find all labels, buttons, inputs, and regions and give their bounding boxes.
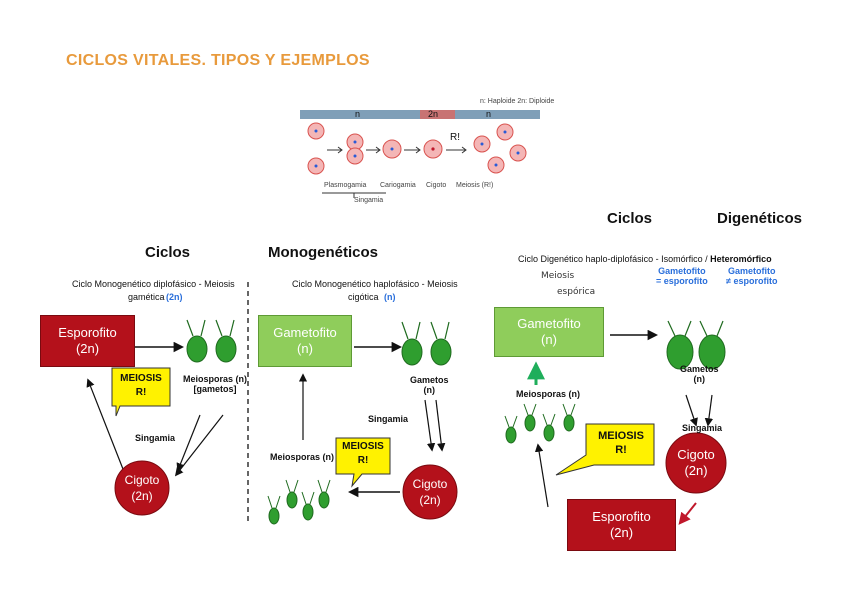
meiosis-1-line2: R! (135, 387, 147, 398)
gametos-label-2: Gametos (n) (680, 364, 719, 384)
meiosis-bubble-2 (335, 437, 391, 488)
hand-meiosis: Meiosis (541, 271, 575, 281)
cigoto-2-ploidy: (2n) (419, 493, 441, 507)
gametos-1-line2: (n) (423, 385, 436, 395)
dig-caption-hetero: Heteromórfico (710, 254, 772, 264)
cigoto-3-name: Cigoto (677, 447, 715, 462)
cigoto-2-name: Cigoto (412, 477, 448, 491)
meiosporas-label-2: Meiosporas (n) (270, 452, 335, 462)
gametofito-box-2: Gametofito (n) (494, 307, 604, 357)
gametofito-name-2: Gametofito (517, 316, 581, 331)
heading-digeneticos: Digenéticos (717, 210, 803, 227)
meiosporas-1-line2: [gametos] (193, 384, 237, 394)
page-title: CICLOS VITALES. TIPOS Y EJEMPLOS (66, 52, 370, 69)
meiosporas-label-1: Meiosporas (n) [gametos] (183, 374, 247, 394)
top-diagram-drawing (300, 110, 540, 198)
ri-label: R! (450, 132, 460, 143)
esporofito-box-2: Esporofito (2n) (567, 499, 676, 551)
note1-line2: = esporofito (656, 276, 708, 286)
meiosis-1-line1: MEIOSIS (120, 373, 162, 384)
cigoto-circle-3 (665, 432, 727, 494)
meiosis-label-2: MEIOSIS R! (336, 440, 390, 468)
hand-esporica: espórica (557, 287, 596, 297)
esporofito-name-1: Esporofito (58, 325, 117, 340)
top-diagram: n: Haploide 2n: Diploide (300, 98, 554, 210)
label-meiosis: Meiosis (R!) (456, 182, 494, 189)
note2-line2: ≠ esporofito (726, 276, 778, 286)
dig-caption-main: Ciclo Digenético haplo-diplofásico - Iso… (518, 254, 708, 264)
meiosis-label-3: MEIOSIS R! (588, 429, 654, 457)
gametofito-ploidy-1: (n) (297, 341, 313, 356)
bar-label-n1: n (355, 109, 361, 119)
gametos-2-line2: (n) (693, 374, 706, 384)
meiosporas-1-line1: Meiosporas (n) (183, 374, 248, 384)
meiosis-3-line1: MEIOSIS (598, 430, 644, 442)
note2-line1: Gametofito (727, 266, 776, 276)
meiosis-2-line1: MEIOSIS (342, 441, 384, 452)
gametofito-box-1: Gametofito (n) (258, 315, 352, 367)
singamia-label-2: Singamia (368, 414, 409, 424)
haploid-bar-2 (455, 110, 540, 119)
ploidy-legend: n: Haploide 2n: Diploide (480, 98, 555, 105)
left-panel-drawing (86, 282, 458, 525)
note-isomorfico: Gametofito = esporofito (656, 266, 708, 286)
gametos-label-1: Gametos (n) (410, 375, 449, 395)
meiosis-label-1: MEIOSIS R! (112, 372, 170, 400)
right-panel-drawing (504, 320, 727, 525)
gametos-2-line1: Gametos (680, 364, 719, 374)
meiosporas-label-3: Meiosporas (n) (516, 389, 581, 399)
heading-ciclos-right: Ciclos (607, 210, 653, 227)
cigoto-label-1: Cigoto (2n) (114, 468, 170, 508)
cycle1-note: (2n) (166, 292, 183, 302)
cigoto-circle-2 (402, 464, 458, 520)
esporofito-name-2: Esporofito (592, 509, 651, 524)
singamia-label-3: Singamia (682, 423, 723, 433)
note1-line1: Gametofito (658, 266, 706, 276)
gametos-1-line1: Gametos (410, 375, 449, 385)
heading-monogeneticos: Monogenéticos (268, 244, 379, 261)
label-plasmogamia: Plasmogamia (324, 182, 367, 189)
heading-ciclos-left: Ciclos (145, 244, 191, 261)
cigoto-label-2: Cigoto (2n) (402, 472, 458, 512)
cycle2-caption: Ciclo Monogenético haplofásico - Meiosis (292, 279, 458, 289)
cigoto-3-ploidy: (2n) (684, 463, 708, 478)
cycle1-caption-2: gamética (128, 292, 165, 302)
cigoto-1-name: Cigoto (124, 473, 160, 487)
esporofito-box-1: Esporofito (2n) (40, 315, 135, 367)
cigoto-1-ploidy: (2n) (131, 489, 153, 503)
cycle2-caption-2: cigótica (348, 292, 379, 302)
dig-caption: Ciclo Digenético haplo-diplofásico - Iso… (518, 254, 772, 264)
haploid-bar-1 (300, 110, 420, 119)
label-cariogamia: Cariogamia (380, 182, 416, 189)
cigoto-circle-1 (114, 460, 170, 516)
bar-label-2n: 2n (428, 109, 439, 119)
note-heteromorfico: Gametofito ≠ esporofito (726, 266, 777, 286)
meiosis-bubble-3 (555, 423, 655, 476)
label-cigoto: Cigoto (426, 182, 447, 189)
cycle1-caption: Ciclo Monogenético diplofásico - Meiosis (72, 279, 235, 289)
singamia-label-1: Singamia (135, 433, 176, 443)
cigoto-label-3: Cigoto (2n) (668, 443, 724, 483)
gametofito-ploidy-2: (n) (541, 332, 557, 347)
meiosis-bubble-1 (111, 367, 171, 417)
meiosis-2-line2: R! (357, 455, 369, 466)
meiosis-3-line2: R! (615, 444, 627, 456)
cycle2-note: (n) (384, 292, 396, 302)
diploid-bar (420, 110, 455, 119)
label-singamia: Singamia (354, 197, 384, 204)
bar-label-n2: n (486, 109, 492, 119)
gametofito-name-1: Gametofito (273, 325, 337, 340)
esporofito-ploidy-1: (2n) (75, 341, 100, 356)
esporofito-ploidy-2: (2n) (609, 525, 634, 540)
